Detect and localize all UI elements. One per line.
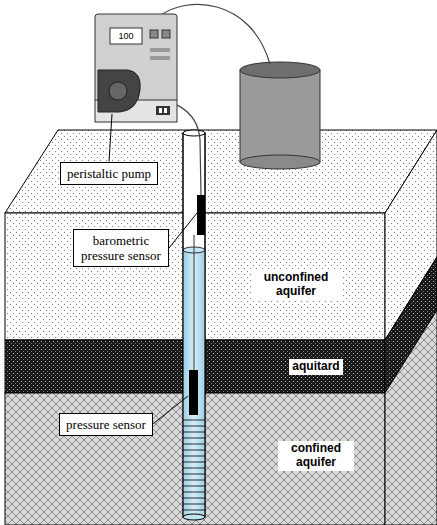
- label-text: barometric pressure sensor: [80, 233, 162, 263]
- bucket: [240, 62, 320, 169]
- confined-side: [385, 310, 437, 525]
- pressure-sensor-body: [189, 370, 198, 415]
- label-box: pressure sensor: [59, 413, 153, 436]
- leader-line: [169, 213, 197, 248]
- display-value: 100: [108, 30, 144, 42]
- layer-label: confined aquifer: [278, 441, 354, 471]
- layer-label: aquitard: [289, 359, 342, 375]
- label-box: peristaltic pump: [60, 162, 158, 185]
- well: [183, 130, 205, 520]
- ground-surface: [5, 130, 437, 213]
- layer-label: unconfined aquifer: [251, 270, 341, 300]
- label-text: peristaltic pump: [67, 166, 151, 181]
- label-box: barometric pressure sensor: [73, 229, 169, 267]
- label-text: pressure sensor: [66, 417, 146, 432]
- leader-line: [153, 396, 188, 424]
- leader-line: [109, 114, 112, 162]
- barometric-sensor-body: [197, 195, 205, 235]
- peristaltic-pump: [95, 14, 177, 122]
